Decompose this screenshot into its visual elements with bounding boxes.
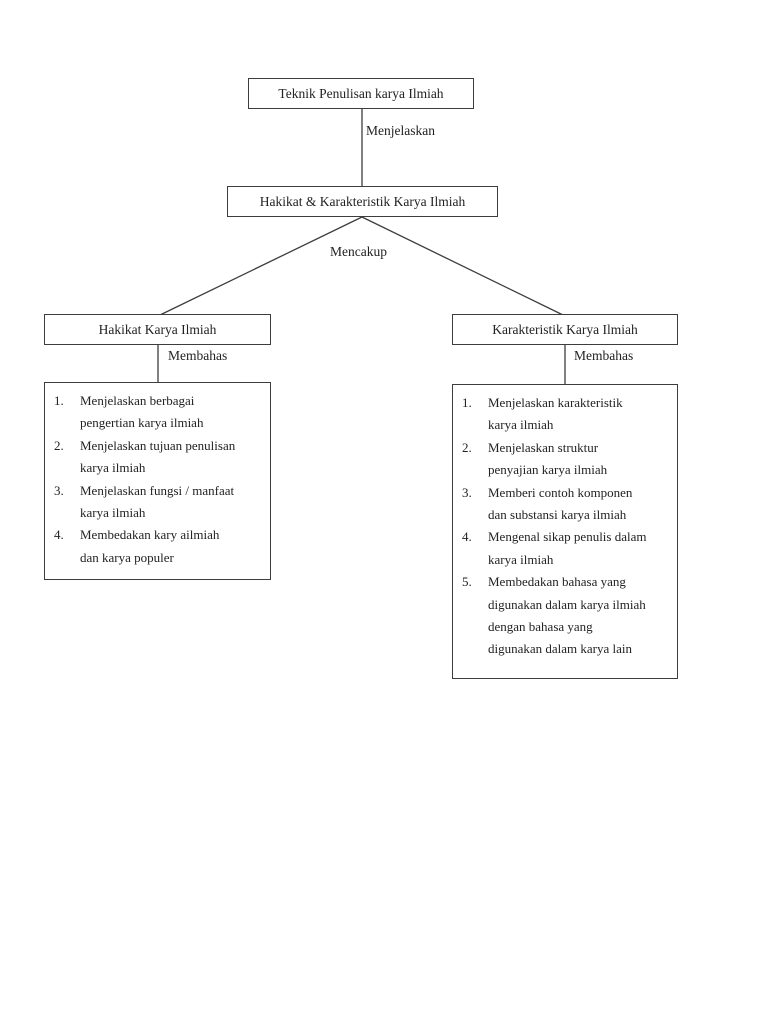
left-list-box: 1. Menjelaskan berbagai pengertian karya… bbox=[44, 382, 271, 580]
list-item-number: 2. bbox=[462, 439, 472, 455]
connector-level2-to-left-branch bbox=[159, 216, 363, 316]
connector-label-menjelaskan: Menjelaskan bbox=[366, 123, 435, 138]
list-item: 5. Membedakan bahasa yang digunakan dala… bbox=[462, 571, 671, 661]
list-item-number: 5. bbox=[462, 574, 472, 590]
list-item-text: Mengenal sikap penulis dalam karya ilmia… bbox=[488, 529, 647, 567]
list-item-text: Menjelaskan fungsi / manfaat karya ilmia… bbox=[80, 482, 235, 521]
level2-box: Hakikat & Karakteristik Karya Ilmiah bbox=[227, 186, 498, 217]
list-item-number: 4. bbox=[462, 529, 472, 545]
connector-label-membahas-left: Membahas bbox=[168, 348, 228, 363]
list-item-text: Menjelaskan struktur penyajian karya ilm… bbox=[488, 439, 608, 478]
list-item: 3. Memberi contoh komponen dan substansi… bbox=[462, 482, 671, 527]
list-item-number: 2. bbox=[54, 437, 64, 453]
list-item-number: 1. bbox=[54, 393, 64, 408]
level2-box-title: Hakikat & Karakteristik Karya Ilmiah bbox=[259, 193, 466, 209]
left-branch-title: Hakikat Karya Ilmiah bbox=[98, 321, 217, 337]
list-item-text: Membedakan bahasa yang digunakan dalam k… bbox=[488, 574, 646, 657]
list-item-number: 4. bbox=[54, 527, 64, 543]
connector-label-mencakup: Mencakup bbox=[330, 244, 387, 259]
list-item: 4. Membedakan kary ailmiah dan karya pop… bbox=[54, 524, 264, 569]
list-item: 2. Menjelaskan tujuan penulisan karya il… bbox=[54, 435, 264, 480]
list-item-number: 3. bbox=[462, 484, 472, 500]
right-list-box: 1. Menjelaskan karakteristik karya ilmia… bbox=[452, 384, 678, 679]
right-branch-box: Karakteristik Karya Ilmiah bbox=[452, 314, 678, 345]
left-branch-box: Hakikat Karya Ilmiah bbox=[44, 314, 271, 345]
connector-label-membahas-right: Membahas bbox=[574, 348, 634, 363]
list-item-text: Menjelaskan tujuan penulisan karya ilmia… bbox=[80, 437, 236, 476]
list-item-text: Memberi contoh komponen dan substansi ka… bbox=[488, 484, 633, 523]
list-item-number: 1. bbox=[462, 395, 472, 410]
list-item: 1. Menjelaskan berbagai pengertian karya… bbox=[54, 390, 264, 435]
list-item-number: 3. bbox=[54, 482, 64, 498]
list-item-text: Menjelaskan berbagai pengertian karya il… bbox=[80, 393, 204, 431]
root-box: Teknik Penulisan karya Ilmiah bbox=[248, 78, 474, 109]
right-branch-title: Karakteristik Karya Ilmiah bbox=[492, 321, 638, 337]
connector-level2-to-right-branch bbox=[361, 216, 564, 316]
list-item: 4. Mengenal sikap penulis dalam karya il… bbox=[462, 526, 671, 571]
list-item: 1. Menjelaskan karakteristik karya ilmia… bbox=[462, 392, 671, 437]
list-item-text: Membedakan kary ailmiah dan karya popule… bbox=[80, 527, 220, 565]
list-item: 2. Menjelaskan struktur penyajian karya … bbox=[462, 437, 671, 482]
list-item: 3. Menjelaskan fungsi / manfaat karya il… bbox=[54, 480, 264, 525]
root-box-title: Teknik Penulisan karya Ilmiah bbox=[278, 85, 444, 101]
list-item-text: Menjelaskan karakteristik karya ilmiah bbox=[488, 395, 623, 433]
